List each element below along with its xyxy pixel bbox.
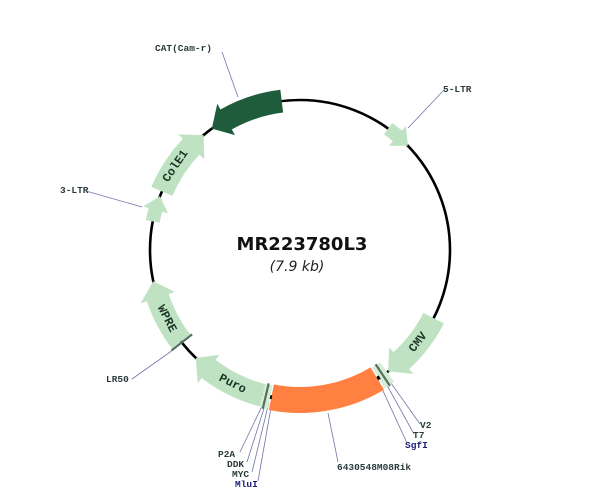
leader-line-lr50 <box>131 349 174 380</box>
label-ddk[interactable]: DDK <box>227 459 244 470</box>
leader-line-t7 <box>382 377 415 435</box>
leader-line-ddk <box>246 401 267 463</box>
label-mlui[interactable]: MluI <box>235 479 258 490</box>
feature-wpre[interactable] <box>140 281 191 349</box>
feature-6430548m08rik[interactable] <box>268 367 384 414</box>
leader-line-myc <box>251 401 270 473</box>
leader-line-mlui <box>257 401 273 482</box>
feature-puro[interactable] <box>195 354 266 407</box>
marker-sgfi-tick <box>376 375 381 381</box>
label-lr50[interactable]: LR50 <box>106 374 129 385</box>
label-sgfi[interactable]: SgfI <box>405 440 428 451</box>
feature-cole1[interactable] <box>151 134 205 196</box>
leader-line-sgfi <box>377 379 408 444</box>
leader-line-5-ltr <box>407 89 445 129</box>
label-myc[interactable]: MYC <box>232 469 249 480</box>
label-cat[interactable]: CAT(Cam-r) <box>155 43 212 54</box>
feature-cat[interactable] <box>211 89 284 136</box>
leader-line-6430548m08rik <box>327 412 339 463</box>
label-6430548m08rik[interactable]: 6430548M08Rik <box>337 462 411 473</box>
label-p2a[interactable]: P2A <box>218 449 235 460</box>
plasmid-size: (7.9 kb) <box>270 259 325 275</box>
feature-arrows <box>140 89 444 414</box>
marker-lr50-line <box>170 333 193 352</box>
site-markers <box>170 333 395 409</box>
label-5-ltr[interactable]: 5-LTR <box>443 84 472 95</box>
feature-3-ltr[interactable] <box>142 196 168 223</box>
leader-line-p2a <box>239 401 265 453</box>
label-3-ltr[interactable]: 3-LTR <box>60 185 89 196</box>
feature-5-ltr[interactable] <box>384 122 408 146</box>
leader-line-3-ltr <box>85 190 143 208</box>
marker-v2-t7-line <box>374 363 391 387</box>
leader-line-cat <box>221 51 239 98</box>
label-t7[interactable]: T7 <box>413 430 425 441</box>
label-v2[interactable]: V2 <box>420 420 432 431</box>
leader-line-v2 <box>385 375 421 425</box>
plasmid-name: MR223780L3 <box>237 234 368 255</box>
feature-cmv[interactable] <box>388 312 444 374</box>
leader-lines <box>85 51 445 482</box>
marker-p2a-ddk-myc-line <box>261 383 270 409</box>
marker-mlui-tick <box>268 394 273 400</box>
